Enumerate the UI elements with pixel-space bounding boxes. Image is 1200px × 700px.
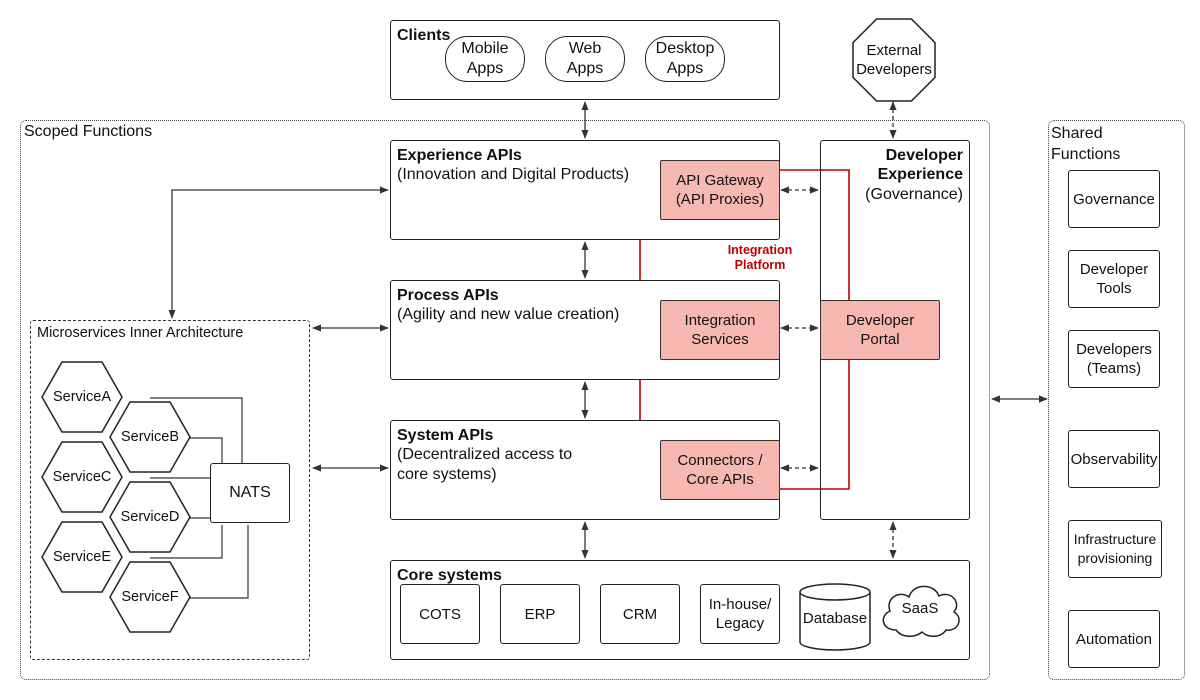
developer-experience-subtitle: (Governance) xyxy=(865,186,963,203)
saas-cloud xyxy=(882,585,960,637)
core-legacy-box: In-house/ Legacy xyxy=(700,584,780,644)
shared-automation-box: Automation xyxy=(1068,610,1160,668)
external-developers-label: External Developers xyxy=(856,42,932,78)
service-b-hexagon xyxy=(109,401,191,473)
shared-infrastructure-box: Infrastructure provisioning xyxy=(1068,520,1162,578)
client-desktop-apps: Desktop Apps xyxy=(645,36,725,82)
service-e-label: ServiceE xyxy=(52,549,112,565)
saas-label: SaaS xyxy=(901,599,939,617)
process-apis-title: Process APIs xyxy=(397,287,499,304)
developer-experience-title: Developer Experience xyxy=(877,147,963,183)
database-cylinder xyxy=(799,583,871,651)
experience-apis-subtitle: (Innovation and Digital Products) xyxy=(397,166,630,183)
core-systems-box: Core systems xyxy=(390,560,970,660)
arrow-micro-experience xyxy=(168,186,389,319)
process-apis-subtitle: (Agility and new value creation) xyxy=(397,306,620,323)
integration-services-box: Integration Services xyxy=(660,300,780,360)
service-c-label: ServiceC xyxy=(52,469,112,485)
service-a-hexagon xyxy=(41,361,123,433)
client-web-apps: Web Apps xyxy=(545,36,625,82)
service-f-label: ServiceF xyxy=(121,589,179,605)
shared-developer-tools-box: Developer Tools xyxy=(1068,250,1160,308)
nats-box: NATS xyxy=(210,463,290,523)
service-d-hexagon xyxy=(109,481,191,553)
service-c-hexagon xyxy=(41,441,123,513)
clients-title: Clients xyxy=(397,27,451,44)
service-e-hexagon xyxy=(41,521,123,593)
core-cots-box: COTS xyxy=(400,584,480,644)
service-a-label: ServiceA xyxy=(52,389,112,405)
shared-governance-box: Governance xyxy=(1068,170,1160,228)
shared-functions-container: Shared Functions xyxy=(1048,120,1185,680)
shared-functions-title: Shared Functions xyxy=(1051,125,1121,163)
shared-developers-teams-box: Developers (Teams) xyxy=(1068,330,1160,388)
connectors-core-apis-box: Connectors / Core APIs xyxy=(660,440,780,500)
client-mobile-apps: Mobile Apps xyxy=(445,36,525,82)
integration-platform-label: Integration Platform xyxy=(727,243,793,272)
scoped-functions-container: Scoped Functions xyxy=(20,120,990,680)
microservices-graphic xyxy=(41,361,249,633)
shared-observability-box: Observability xyxy=(1068,430,1160,488)
system-apis-subtitle: (Decentralized access to core systems) xyxy=(397,446,573,483)
core-systems-title: Core systems xyxy=(397,567,502,584)
system-apis-title: System APIs xyxy=(397,427,494,444)
core-crm-box: CRM xyxy=(600,584,680,644)
developer-portal-box: Developer Portal xyxy=(820,300,940,360)
service-f-hexagon xyxy=(109,561,191,633)
nats-links xyxy=(150,397,249,599)
core-erp-box: ERP xyxy=(500,584,580,644)
microservices-container: Microservices Inner Architecture xyxy=(30,320,310,660)
scoped-functions-title: Scoped Functions xyxy=(24,123,153,140)
service-d-label: ServiceD xyxy=(120,509,180,525)
api-gateway-box: API Gateway (API Proxies) xyxy=(660,160,780,220)
microservices-title: Microservices Inner Architecture xyxy=(37,325,244,341)
service-b-label: ServiceB xyxy=(120,429,180,445)
database-label: Database xyxy=(802,609,868,627)
external-developers-octagon xyxy=(852,18,936,102)
experience-apis-title: Experience APIs xyxy=(397,147,522,164)
